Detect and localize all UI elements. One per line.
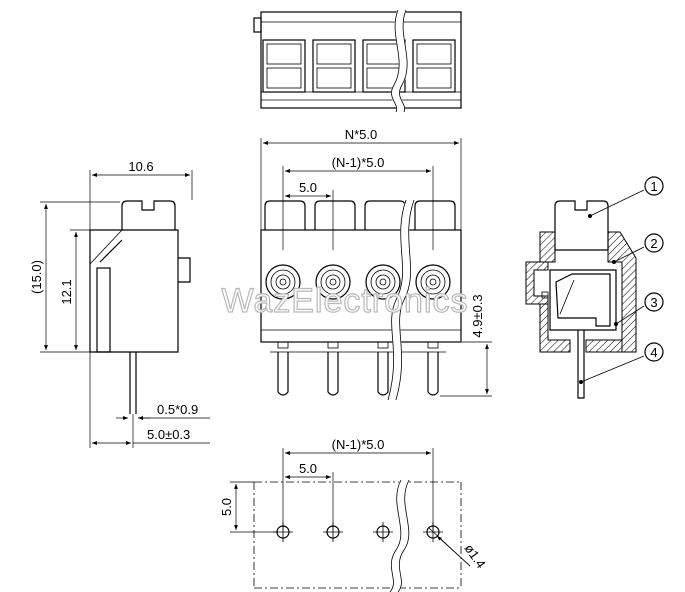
- dim-pcb-pitch: 5.0: [299, 461, 317, 476]
- dim-side-depth: 10.6: [128, 159, 153, 174]
- callout-1: 1: [650, 179, 657, 194]
- callout-4: 4: [650, 345, 657, 360]
- front-view-wire-entries: [265, 264, 451, 300]
- section-view: 1 2 3 4: [525, 176, 664, 399]
- dim-body-height: 12.1: [59, 279, 74, 304]
- dim-pcb-pitch-span: (N-1)*5.0: [332, 437, 385, 452]
- front-view: N*5.0 (N-1)*5.0 5.0: [260, 127, 492, 402]
- side-view: 10.6 (15.0) 12.1 0.5*0.9 5.0±0.3: [29, 159, 210, 448]
- dim-hole-diameter: ø1.4: [462, 541, 489, 571]
- top-view: [253, 8, 462, 115]
- dim-pin-length: 4.9±0.3: [470, 294, 485, 337]
- pcb-holes: [273, 522, 443, 542]
- dim-pitch-span: (N-1)*5.0: [332, 155, 385, 170]
- dim-pin-offset: 5.0±0.3: [147, 427, 190, 442]
- dim-pcb-row-offset: 5.0: [219, 498, 234, 516]
- callout-3: 3: [650, 295, 657, 310]
- dim-overall-width: N*5.0: [345, 127, 378, 142]
- dim-pin-section: 0.5*0.9: [157, 402, 198, 417]
- top-view-openings: [262, 39, 456, 93]
- watermark: WazElectronics: [221, 282, 468, 320]
- dim-pitch: 5.0: [299, 180, 317, 195]
- pcb-layout: (N-1)*5.0 5.0 5.0 ø1.4: [219, 437, 489, 592]
- callout-2: 2: [650, 236, 657, 251]
- front-view-pins: [277, 352, 439, 396]
- dim-total-height: (15.0): [29, 260, 44, 294]
